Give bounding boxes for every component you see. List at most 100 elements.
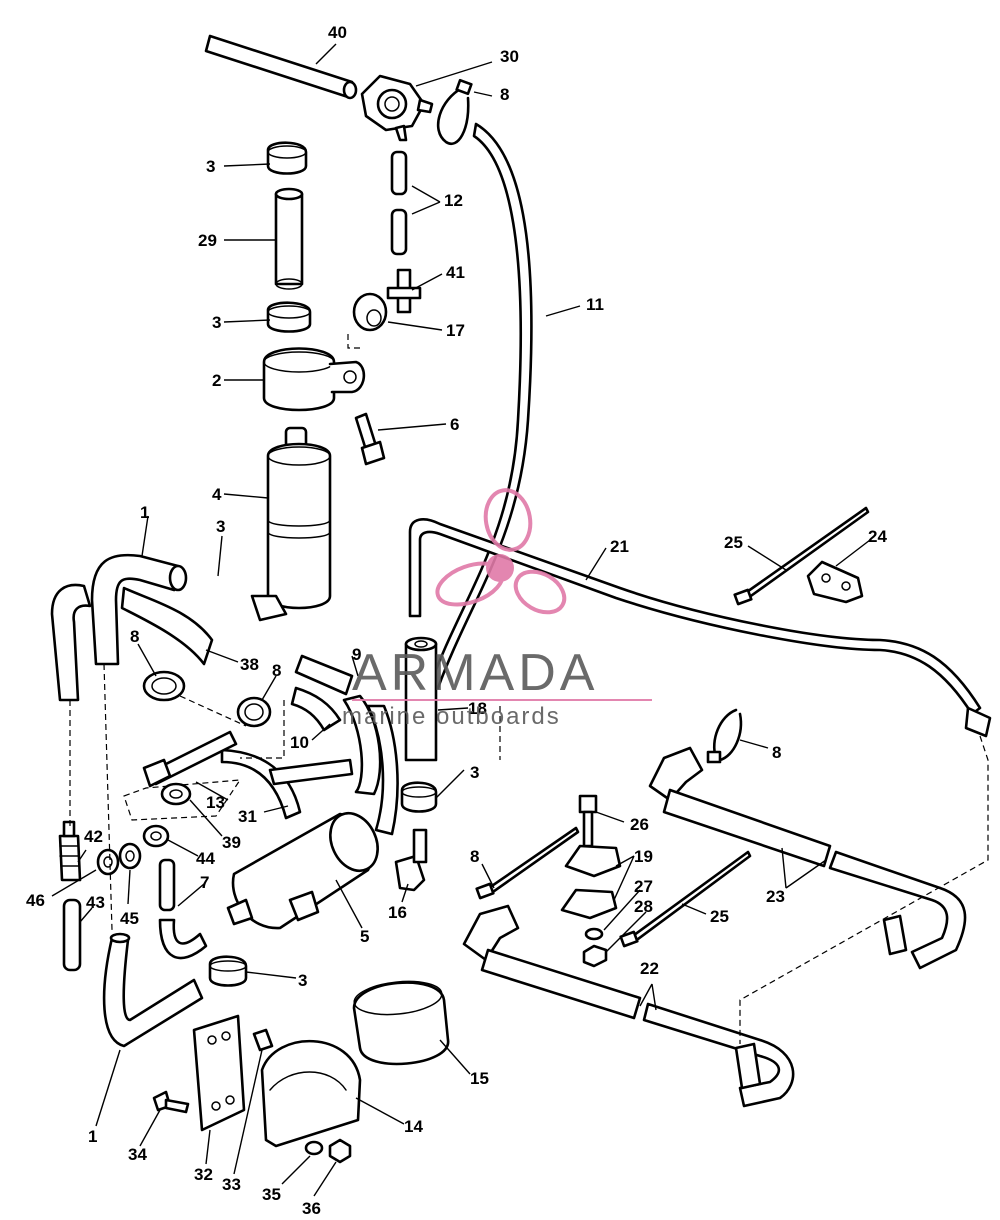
- part-21-rigid-line: [408, 518, 992, 738]
- part-4-filter: [250, 426, 332, 622]
- callout-8: 8: [130, 627, 139, 646]
- part-25-tie-b: [619, 850, 752, 948]
- part-2-bracket: [262, 347, 366, 412]
- callout-22: 22: [640, 959, 659, 978]
- part-27-washer: [584, 927, 604, 941]
- watermark-tagline: marine outboards: [342, 703, 561, 730]
- callout-31: 31: [238, 807, 257, 826]
- part-3-clamp-c: [400, 781, 438, 813]
- part-22-fuel-line: [462, 904, 795, 1108]
- callout-12: 12: [444, 191, 463, 210]
- callout-7: 7: [200, 873, 209, 892]
- leader-lines: [51, 43, 871, 1197]
- callout-2: 2: [212, 371, 221, 390]
- part-1-hose-upper: [50, 553, 188, 702]
- part-24-clip: [806, 560, 864, 604]
- propeller-logo-icon: [435, 488, 567, 615]
- callout-29: 29: [198, 231, 217, 250]
- callout-3: 3: [470, 763, 479, 782]
- callout-5: 5: [360, 927, 369, 946]
- callout-24: 24: [868, 527, 887, 546]
- part-10-hose: [290, 686, 342, 732]
- callout-41: 41: [446, 263, 465, 282]
- callout-17: 17: [446, 321, 465, 340]
- armada-watermark: ARMADA marine outboards: [342, 488, 652, 730]
- part-8-clamp-right: [706, 708, 743, 764]
- callout-46: 46: [26, 891, 45, 910]
- callout-25: 25: [724, 533, 743, 552]
- callout-18: 18: [468, 699, 487, 718]
- callout-15: 15: [470, 1069, 489, 1088]
- part-6-bolt: [354, 412, 386, 466]
- callout-8: 8: [272, 661, 281, 680]
- callout-1: 1: [88, 1127, 97, 1146]
- part-17-grommet: [352, 292, 388, 332]
- part-23-fuel-line: [648, 746, 967, 970]
- callout-8: 8: [772, 743, 781, 762]
- part-30-pump: [360, 74, 434, 142]
- part-15-sleeve: [352, 980, 450, 1066]
- part-38-elbow-hose: [120, 586, 214, 666]
- part-3-clamp-a: [266, 141, 308, 175]
- part-8-clamp-top: [436, 78, 473, 145]
- part-1-hose-lower: [102, 932, 204, 1048]
- callout-labels: 40 30 8 3 12 29 41 3 17 11 2 6 4 1 3 21 …: [26, 23, 887, 1218]
- part-13-fitting: [123, 730, 242, 821]
- callout-39: 39: [222, 833, 241, 852]
- part-12-hoses: [390, 150, 408, 256]
- callout-3: 3: [298, 971, 307, 990]
- callout-45: 45: [120, 909, 139, 928]
- part-8-tie: [475, 826, 580, 900]
- callout-26: 26: [630, 815, 649, 834]
- callout-8: 8: [500, 85, 509, 104]
- callout-33: 33: [222, 1175, 241, 1194]
- callout-3: 3: [212, 313, 221, 332]
- part-35-washer: [304, 1140, 324, 1156]
- callout-44: 44: [196, 849, 215, 868]
- callout-40: 40: [328, 23, 347, 42]
- part-5-filter: [226, 811, 379, 930]
- part-3-clamp-d: [208, 955, 248, 987]
- callout-21: 21: [610, 537, 629, 556]
- part-32-plate: [192, 1014, 246, 1132]
- part-8-clamp-mid-b: [236, 696, 272, 728]
- part-44-washer: [142, 824, 170, 848]
- part-3-clamp-b: [266, 301, 312, 333]
- part-29-tube: [274, 187, 304, 290]
- callout-42: 42: [84, 827, 103, 846]
- callout-34: 34: [128, 1145, 147, 1164]
- callout-9: 9: [352, 645, 361, 664]
- part-36-nut: [328, 1138, 352, 1164]
- callout-38: 38: [240, 655, 259, 674]
- callout-1: 1: [140, 503, 149, 522]
- callout-14: 14: [404, 1117, 423, 1136]
- callout-6: 6: [450, 415, 459, 434]
- part-14-bracket: [260, 1039, 362, 1148]
- callout-3: 3: [216, 517, 225, 536]
- callout-19: 19: [634, 847, 653, 866]
- callout-30: 30: [500, 47, 519, 66]
- part-8-clamp-mid-a: [142, 670, 186, 702]
- callout-16: 16: [388, 903, 407, 922]
- callout-25: 25: [710, 907, 729, 926]
- assembly-lines: [69, 334, 989, 1044]
- callout-3: 3: [206, 157, 215, 176]
- part-39-washer: [160, 782, 192, 806]
- callout-28: 28: [634, 897, 653, 916]
- callout-36: 36: [302, 1199, 321, 1218]
- part-43-hose: [62, 898, 82, 972]
- callout-32: 32: [194, 1165, 213, 1184]
- part-19-clamp: [560, 844, 622, 920]
- part-26-bolt: [578, 794, 598, 848]
- callout-35: 35: [262, 1185, 281, 1204]
- callout-8: 8: [470, 847, 479, 866]
- part-40-hose: [204, 34, 358, 100]
- part-31-hose: [220, 748, 354, 820]
- callout-10: 10: [290, 733, 309, 752]
- part-34-screw: [152, 1090, 190, 1114]
- part-46-ring: [96, 848, 120, 876]
- part-16-elbow: [394, 828, 428, 892]
- part-41-tee: [386, 268, 422, 314]
- callout-11: 11: [586, 295, 604, 314]
